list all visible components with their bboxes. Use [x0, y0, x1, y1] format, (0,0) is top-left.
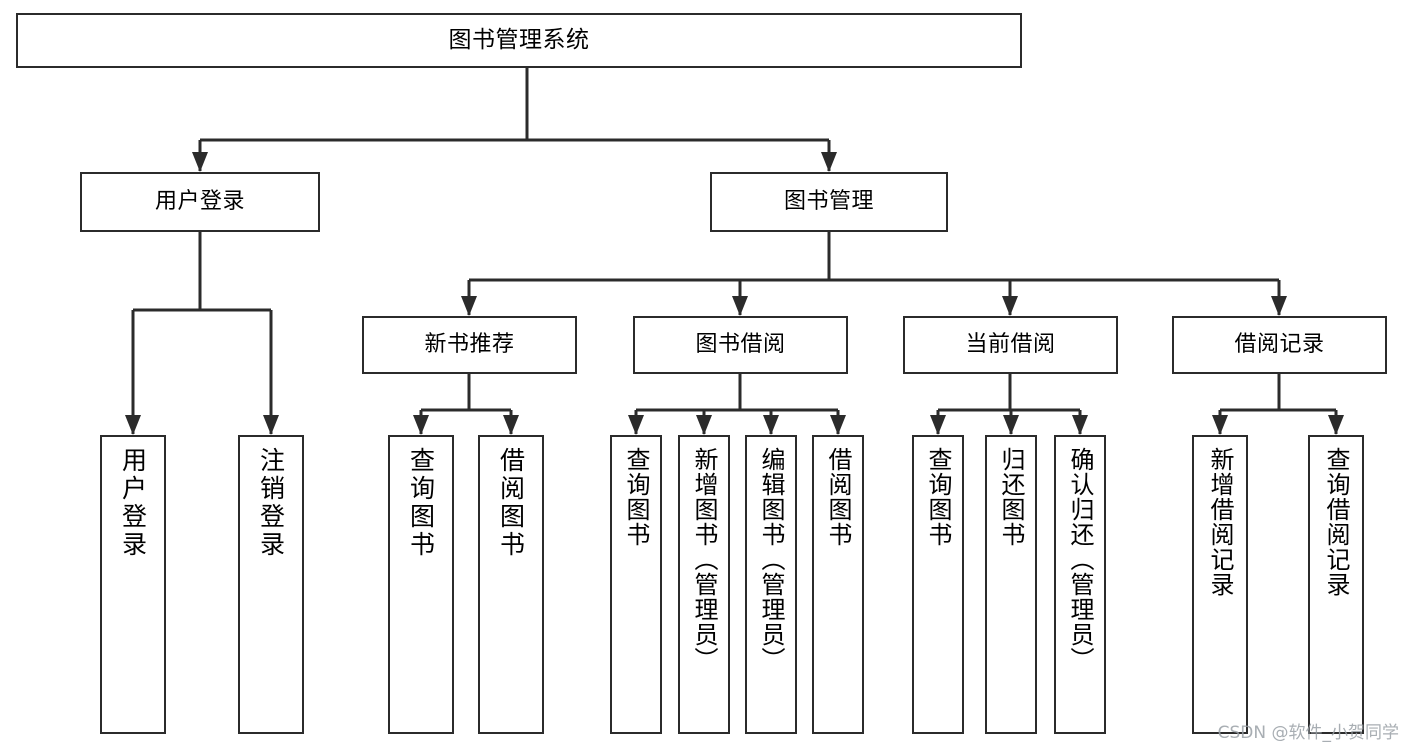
node-leaf-rec-query-book[interactable]: 查询图书 — [388, 435, 454, 734]
node-label: 查询借阅记录 — [1322, 447, 1350, 597]
node-leaf-rec-borrow-book[interactable]: 借阅图书 — [478, 435, 544, 734]
node-user-login[interactable]: 用户登录 — [80, 172, 320, 232]
node-leaf-borrow-borrow-book[interactable]: 借阅图书 — [812, 435, 864, 734]
node-label: 用户登录 — [118, 447, 148, 559]
node-leaf-borrow-edit-book[interactable]: 编辑图书（管理员） — [745, 435, 797, 734]
watermark-text: CSDN @软件_小贺同学 — [1217, 723, 1399, 743]
node-book-borrow[interactable]: 图书借阅 — [633, 316, 848, 374]
node-label: 图书借阅 — [695, 332, 786, 358]
node-book-manage[interactable]: 图书管理 — [710, 172, 948, 232]
node-leaf-borrow-query-book[interactable]: 查询图书 — [610, 435, 662, 734]
node-label: 编辑图书（管理员） — [757, 447, 785, 672]
node-leaf-cur-return-book[interactable]: 归还图书 — [985, 435, 1037, 734]
node-label: 查询图书 — [406, 447, 436, 559]
node-label: 确认归还（管理员） — [1066, 447, 1094, 672]
node-label: 借阅记录 — [1234, 332, 1325, 358]
node-root-system[interactable]: 图书管理系统 — [16, 13, 1022, 68]
node-label: 当前借阅 — [965, 332, 1056, 358]
node-label: 查询图书 — [924, 447, 952, 547]
node-current-borrow[interactable]: 当前借阅 — [903, 316, 1118, 374]
node-leaf-cur-query-book[interactable]: 查询图书 — [912, 435, 964, 734]
node-borrow-record[interactable]: 借阅记录 — [1172, 316, 1387, 374]
node-label: 新书推荐 — [424, 332, 515, 358]
node-leaf-borrow-add-book[interactable]: 新增图书（管理员） — [678, 435, 730, 734]
node-leaf-user-login[interactable]: 用户登录 — [100, 435, 166, 734]
node-leaf-rec-query-record[interactable]: 查询借阅记录 — [1308, 435, 1364, 734]
node-label: 查询图书 — [622, 447, 650, 547]
node-label: 借阅图书 — [824, 447, 852, 547]
node-label: 新增图书（管理员） — [690, 447, 718, 672]
node-label: 注销登录 — [256, 447, 286, 559]
node-leaf-user-logout[interactable]: 注销登录 — [238, 435, 304, 734]
node-leaf-rec-add-record[interactable]: 新增借阅记录 — [1192, 435, 1248, 734]
node-label: 归还图书 — [997, 447, 1025, 547]
node-label: 图书管理系统 — [448, 26, 590, 53]
node-leaf-cur-confirm-return[interactable]: 确认归还（管理员） — [1054, 435, 1106, 734]
node-new-book-rec[interactable]: 新书推荐 — [362, 316, 577, 374]
node-label: 借阅图书 — [496, 447, 526, 559]
node-label: 图书管理 — [783, 189, 874, 215]
node-label: 用户登录 — [154, 189, 245, 215]
node-label: 新增借阅记录 — [1206, 447, 1234, 597]
